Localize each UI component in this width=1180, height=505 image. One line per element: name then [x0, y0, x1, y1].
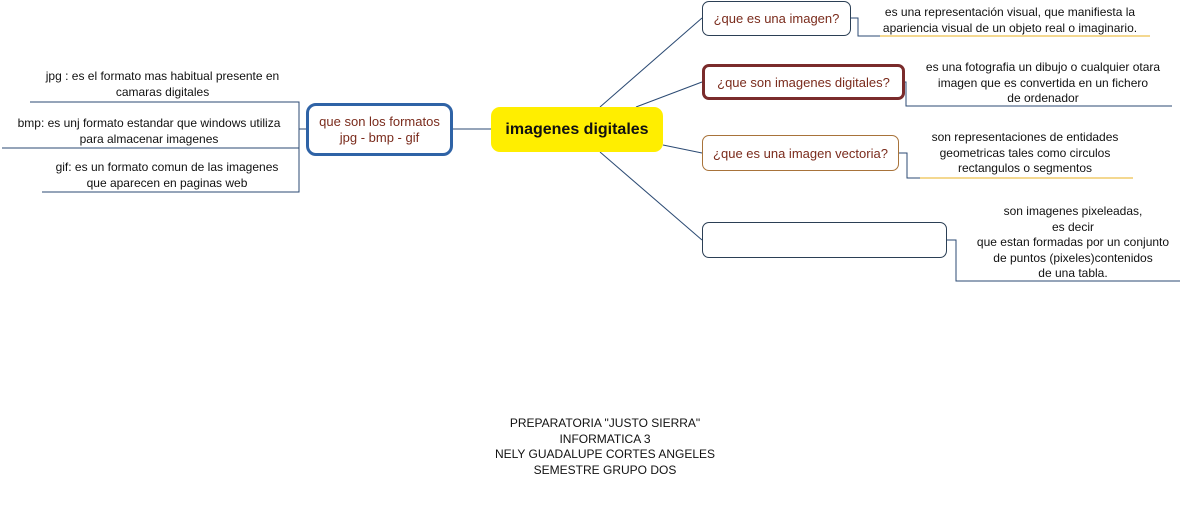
answer-pixel-images-line-5: de una tabla.: [1038, 266, 1108, 280]
answer-digital-images[interactable]: es una fotografia un dibujo o cualquier …: [918, 60, 1168, 107]
answer-pixel-images-line-1: son imagenes pixeleadas,: [1003, 204, 1143, 218]
link-central-q4: [599, 151, 703, 241]
credits-subject: INFORMATICA 3: [559, 431, 651, 446]
credits-group: SEMESTRE GRUPO DOS: [533, 462, 677, 477]
credits-block: PREPARATORIA "JUSTO SIERRA" INFORMATICA …: [430, 416, 780, 478]
link-central-q2: [635, 81, 703, 108]
answer-vector-image[interactable]: son representaciones de entidades geomet…: [910, 130, 1140, 177]
answer-digital-images-line-3: de ordenador: [1007, 91, 1079, 105]
answer-pixel-images-line-4: de puntos (pixeles)contenidos: [993, 250, 1153, 265]
question-what-is-image-label: ¿que es una imagen?: [713, 11, 840, 26]
answer-digital-images-line-1: es una fotografia un dibujo o cualquier …: [925, 60, 1161, 74]
note-gif[interactable]: gif: es un formato comun de las imagenes…: [42, 160, 292, 191]
answer-what-is-image-line-1: es una representación visual, que manifi…: [884, 5, 1136, 19]
link-formats-gif: [42, 148, 300, 193]
note-bmp-line-1: bmp: es unj formato estandar que windows…: [17, 116, 281, 130]
formats-topic[interactable]: que son los formatos jpg - bmp - gif: [306, 103, 453, 156]
answer-digital-images-line-2: imagen que es convertida en un fichero: [937, 75, 1149, 90]
question-vector-image-label: ¿que es una imagen vectoria?: [713, 145, 888, 161]
central-topic[interactable]: imagenes digitales: [491, 107, 663, 152]
question-digital-images[interactable]: ¿que son imagenes digitales?: [702, 64, 905, 100]
answer-what-is-image[interactable]: es una representación visual, que manifi…: [870, 5, 1150, 36]
question-what-is-image[interactable]: ¿que es una imagen?: [702, 1, 851, 36]
link-q2-answer: [905, 81, 1172, 107]
answer-pixel-images[interactable]: son imagenes pixeleadas, es decir que es…: [968, 204, 1178, 282]
credits-author: NELY GUADALUPE CORTES ANGELES: [494, 447, 716, 461]
link-formats-jpg: [30, 101, 306, 130]
link-q4-answer: [947, 239, 1180, 282]
formats-topic-line-2: jpg - bmp - gif: [339, 129, 420, 145]
link-central-q3: [662, 144, 703, 154]
answer-vector-image-line-2: geometricas tales como circulos: [939, 145, 1111, 160]
question-digital-images-label: ¿que son imagenes digitales?: [717, 74, 890, 90]
note-gif-line-1: gif: es un formato comun de las imagenes: [55, 160, 279, 174]
formats-topic-line-1: que son los formatos: [319, 113, 440, 129]
credits-school: PREPARATORIA "JUSTO SIERRA": [509, 416, 701, 430]
question-vector-image[interactable]: ¿que es una imagen vectoria?: [702, 135, 899, 171]
answer-vector-image-line-1: son representaciones de entidades: [931, 130, 1119, 144]
answer-vector-image-line-3: rectangulos o segmentos: [957, 161, 1093, 175]
note-gif-line-2: que aparecen en paginas web: [86, 175, 248, 190]
note-jpg-line-1: jpg : es el formato mas habitual present…: [45, 69, 280, 83]
link-central-q1: [599, 17, 703, 108]
answer-what-is-image-line-2: apariencia visual de un objeto real o im…: [882, 20, 1138, 35]
answer-pixel-images-line-2: es decir: [1051, 219, 1095, 234]
central-topic-label: imagenes digitales: [505, 120, 649, 138]
answer-pixel-images-line-3: que estan formadas por un conjunto: [976, 235, 1170, 249]
question-empty[interactable]: [702, 222, 947, 258]
note-jpg-line-2: camaras digitales: [115, 84, 210, 99]
note-bmp-line-2: para almacenar imagenes: [79, 131, 219, 146]
note-bmp[interactable]: bmp: es unj formato estandar que windows…: [4, 116, 294, 147]
note-jpg[interactable]: jpg : es el formato mas habitual present…: [30, 69, 295, 100]
